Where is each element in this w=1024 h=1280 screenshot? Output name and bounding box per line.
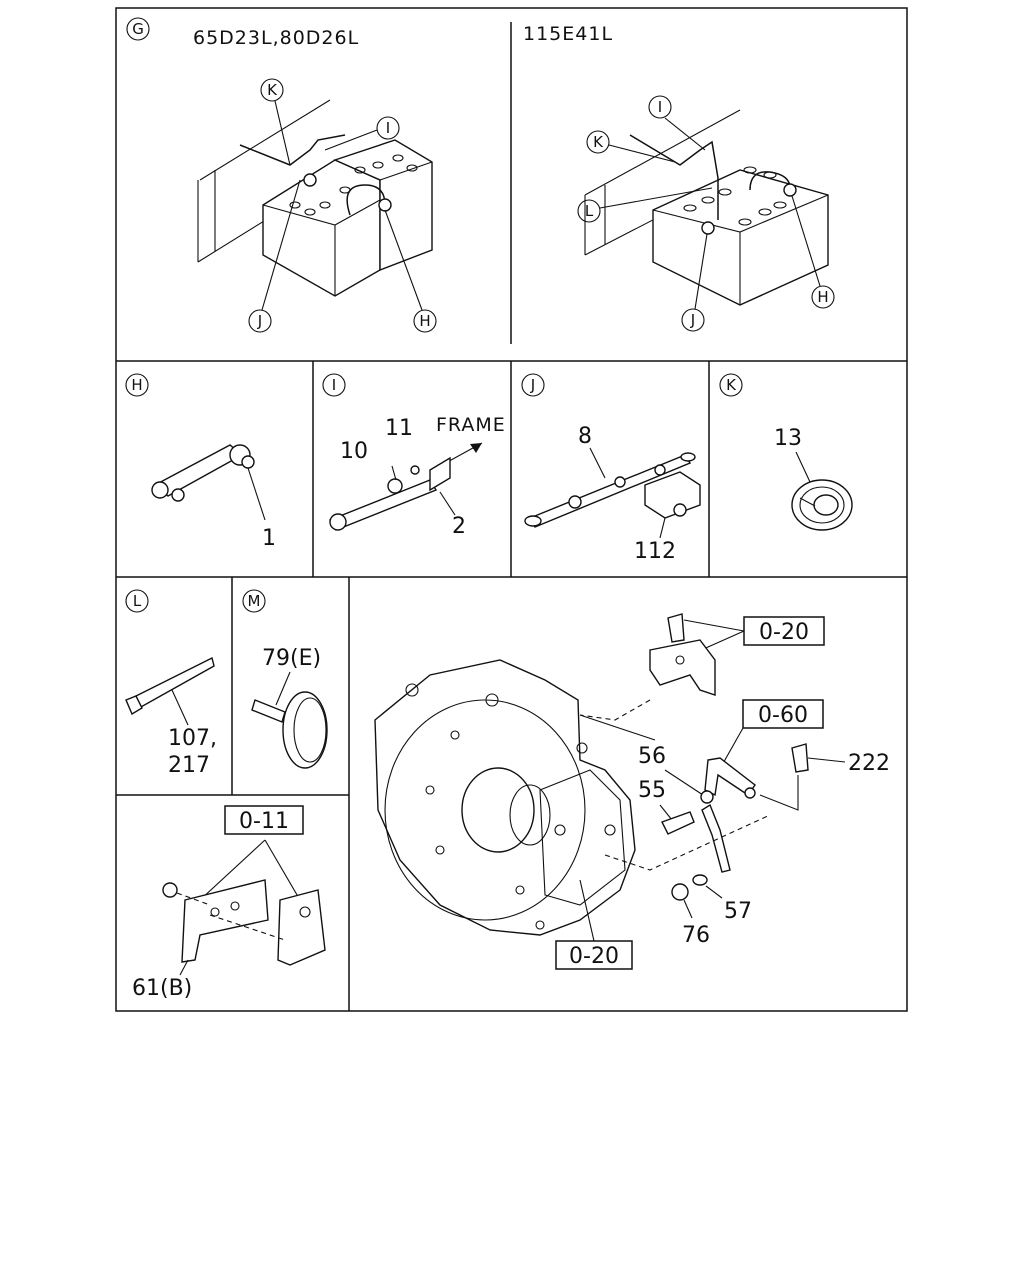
panel-j-callout-icon <box>521 373 545 397</box>
panel-bracket: 0-11 61(B) <box>132 805 326 1001</box>
bracket-part-61b <box>181 879 326 966</box>
callout-k2-label: K <box>593 133 604 151</box>
panel-i: I 10 11 FRAME 2 <box>322 373 506 539</box>
panel-j-id: J <box>530 376 535 394</box>
callout-l-icon <box>577 199 601 223</box>
callout-l-label: L <box>585 202 594 220</box>
frame-note: FRAME <box>436 414 506 436</box>
part-107-label: 107, <box>168 726 217 751</box>
nut-56-icon <box>700 790 714 804</box>
callout-i-label: I <box>386 119 390 137</box>
ground-bracket <box>649 639 716 696</box>
grid-frame <box>115 7 908 1012</box>
part-13-label: 13 <box>774 426 802 451</box>
battery-assembly-right <box>584 109 829 306</box>
panel-m: M 79(E) <box>242 589 328 769</box>
part-57-label: 57 <box>724 899 752 924</box>
panel-h-id: H <box>131 376 142 394</box>
panel-g: G 65D23L,80D26L 115E41L K <box>126 17 835 333</box>
panel-transmission: 0-20 0-60 222 56 55 <box>374 613 890 970</box>
panel-m-id: M <box>248 592 261 610</box>
ref-box-0-60 <box>742 699 824 729</box>
panel-i-id: I <box>332 376 336 394</box>
right-callouts: I K L J H <box>577 95 835 332</box>
bolt-top-icon <box>667 613 685 643</box>
callout-h2-icon <box>811 285 835 309</box>
part-79e-label: 79(E) <box>262 646 321 671</box>
callout-i2-label: I <box>658 98 662 116</box>
clamp-part-79e <box>251 691 328 769</box>
part-2-label: 2 <box>452 514 466 539</box>
panel-h-callout-icon <box>125 373 149 397</box>
part-112-label: 112 <box>634 539 676 564</box>
cable-part-8 <box>524 452 696 528</box>
panel-g-callout-icon <box>126 17 150 41</box>
callout-h2-label: H <box>817 288 828 306</box>
cable-part-2 <box>328 456 451 531</box>
panel-k: K 13 <box>719 373 853 531</box>
callout-j-icon <box>248 309 272 333</box>
callout-i2-icon <box>648 95 672 119</box>
part-222-label: 222 <box>848 751 890 776</box>
ref-box-0-11 <box>224 805 304 835</box>
panel-m-callout-icon <box>242 589 266 613</box>
part-61b-label: 61(B) <box>132 976 192 1001</box>
cable-tie-part <box>125 656 215 716</box>
washer-57-icon <box>692 874 708 886</box>
ground-cable <box>701 757 756 873</box>
grommet-part-13 <box>791 479 853 531</box>
panel-g-variant-left: 65D23L,80D26L <box>193 27 359 49</box>
part-1-label: 1 <box>262 526 276 551</box>
ref-0-20-top-label: 0-20 <box>759 620 809 645</box>
panel-k-callout-icon <box>719 373 743 397</box>
bolt-55-icon <box>661 811 695 835</box>
panel-i-callout-icon <box>322 373 346 397</box>
part-76-label: 76 <box>682 923 710 948</box>
callout-k-label: K <box>267 81 278 99</box>
panel-h: H 1 <box>125 373 276 551</box>
panel-k-id: K <box>726 376 737 394</box>
callout-i-icon <box>376 116 400 140</box>
part-8-label: 8 <box>578 424 592 449</box>
callout-k-icon <box>260 78 284 102</box>
ref-0-11-label: 0-11 <box>239 809 289 834</box>
transmission-housing <box>374 659 636 936</box>
part-217-label: 217 <box>168 753 210 778</box>
callout-h-label: H <box>419 312 430 330</box>
part-11-label: 11 <box>385 416 413 441</box>
callout-j2-icon <box>681 308 705 332</box>
callout-h-icon <box>413 309 437 333</box>
battery-assembly-left <box>197 99 433 297</box>
part-10-label: 10 <box>340 439 368 464</box>
panel-l-callout-icon <box>125 589 149 613</box>
part-56-label: 56 <box>638 744 666 769</box>
callout-j-label: J <box>257 312 262 330</box>
panel-g-id: G <box>132 20 144 38</box>
cable-part-1 <box>151 444 255 502</box>
ref-0-20-bottom-label: 0-20 <box>569 944 619 969</box>
left-callouts: K I J H <box>248 78 437 333</box>
bolt-222-icon <box>791 743 809 773</box>
panel-j: J 8 112 <box>521 373 701 564</box>
panel-l: L 107, 217 <box>125 589 217 778</box>
panel-l-id: L <box>133 592 142 610</box>
panel-g-variant-right: 115E41L <box>523 23 613 45</box>
ref-0-60-label: 0-60 <box>758 703 808 728</box>
terminal-part-112 <box>644 464 701 519</box>
nut-76-icon <box>671 883 689 901</box>
bolt-icon <box>162 882 286 941</box>
callout-k2-icon <box>586 130 610 154</box>
callout-j2-label: J <box>690 311 695 329</box>
part-55-label: 55 <box>638 778 666 803</box>
